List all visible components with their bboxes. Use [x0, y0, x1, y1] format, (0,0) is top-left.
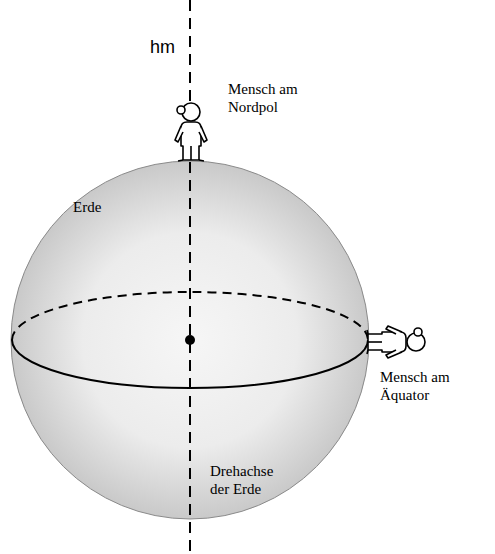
- equator-front: [12, 340, 368, 388]
- rotation-axis: [189, 0, 191, 554]
- annotation-label: Drehachse der Erde: [210, 462, 292, 498]
- person-equator: [367, 326, 425, 358]
- annotation-label: Mensch am Nordpol: [228, 80, 328, 116]
- annotation-label: Mensch am Äquator: [380, 368, 480, 404]
- equator-back: [12, 292, 368, 340]
- center-dot: [185, 335, 195, 345]
- person-north-pole: [175, 103, 207, 161]
- annotation-label: hm: [150, 38, 190, 56]
- node-label: Erde: [73, 198, 101, 216]
